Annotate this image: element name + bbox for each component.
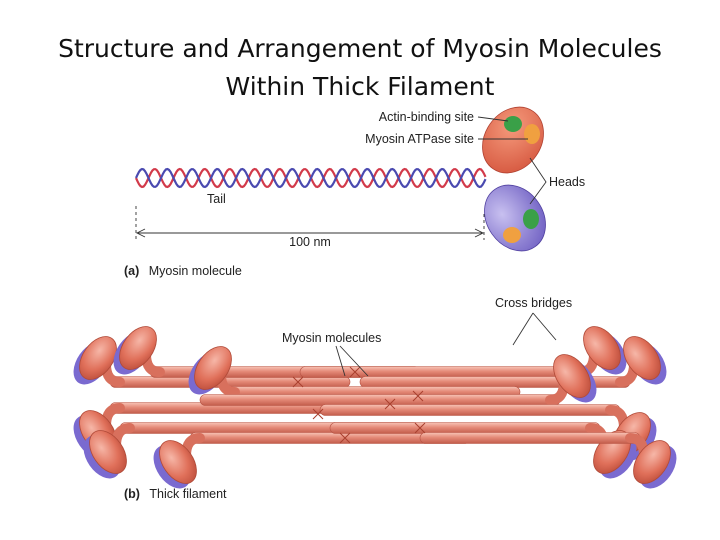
caption-b-text: Thick filament	[149, 487, 227, 501]
tail-overlap-mark	[339, 432, 351, 444]
cross-bridges-label: Cross bridges	[495, 296, 572, 310]
title-line-1: Structure and Arrangement of Myosin Mole…	[58, 34, 662, 63]
myosin-head-lower	[484, 184, 546, 252]
dimension-arrow-right	[474, 228, 485, 238]
myosin-tail-rod	[319, 404, 621, 416]
myosin-molecule-figure: Actin-binding site Myosin ATPase site He…	[124, 106, 585, 279]
slide-title: Structure and Arrangement of Myosin Mole…	[0, 30, 720, 106]
actin-binding-site-label: Actin-binding site	[379, 110, 474, 124]
atpase-site-lower	[503, 227, 521, 243]
cross-bridge-leader-1	[512, 312, 534, 346]
tail-overlap-mark	[292, 376, 304, 388]
myosin-tail-rod	[199, 394, 561, 406]
myosin-tail-rod	[329, 422, 601, 434]
length-label: 100 nm	[289, 235, 331, 249]
myosin-tail-rod	[419, 432, 641, 444]
title-line-2: Within Thick Filament	[225, 72, 495, 101]
myosin-head-upper	[482, 106, 544, 174]
tail-helix-strand-blue	[134, 167, 487, 189]
caption-a-letter: (a)	[124, 264, 139, 278]
tail-overlap-mark	[349, 366, 361, 378]
actin-site-leader	[477, 116, 509, 122]
cross-bridge-head	[633, 440, 671, 484]
caption-a: (a) Myosin molecule	[124, 262, 242, 279]
dimension-arrow-left	[135, 228, 146, 238]
atpase-site-label: Myosin ATPase site	[365, 132, 474, 146]
actin-binding-site-lower	[523, 209, 539, 229]
tail-label: Tail	[207, 192, 226, 206]
tail-overlap-mark	[414, 422, 426, 434]
thick-filament-figure: Cross bridges Myosin molecules (b) Thick…	[73, 296, 677, 502]
cross-bridge-head	[79, 336, 117, 380]
tail-overlap-mark	[312, 408, 324, 420]
cross-bridge-head	[583, 326, 621, 370]
myosin-molecules-label: Myosin molecules	[282, 331, 381, 345]
caption-b: (b) Thick filament	[124, 485, 227, 502]
heads-label: Heads	[549, 175, 585, 189]
actin-binding-site-upper	[504, 116, 522, 132]
caption-a-text: Myosin molecule	[149, 264, 242, 278]
atpase-site-upper	[524, 124, 540, 144]
tail-overlap-mark	[384, 398, 396, 410]
cross-bridge-head	[159, 440, 197, 484]
myosin-molecule-leader-2	[339, 345, 369, 377]
cross-bridge-leader-2	[532, 312, 557, 341]
cross-bridge-head	[119, 326, 157, 370]
caption-b-letter: (b)	[124, 487, 140, 501]
cross-bridge-head	[623, 336, 661, 380]
cross-bridge-head	[194, 346, 232, 390]
cross-bridge-head	[89, 430, 127, 474]
myosin-molecule-leader-1	[335, 345, 346, 377]
filament-molecules	[73, 326, 677, 489]
tail-overlap-mark	[412, 390, 424, 402]
heads-bracket	[529, 157, 547, 205]
cross-bridge-head	[553, 354, 591, 398]
